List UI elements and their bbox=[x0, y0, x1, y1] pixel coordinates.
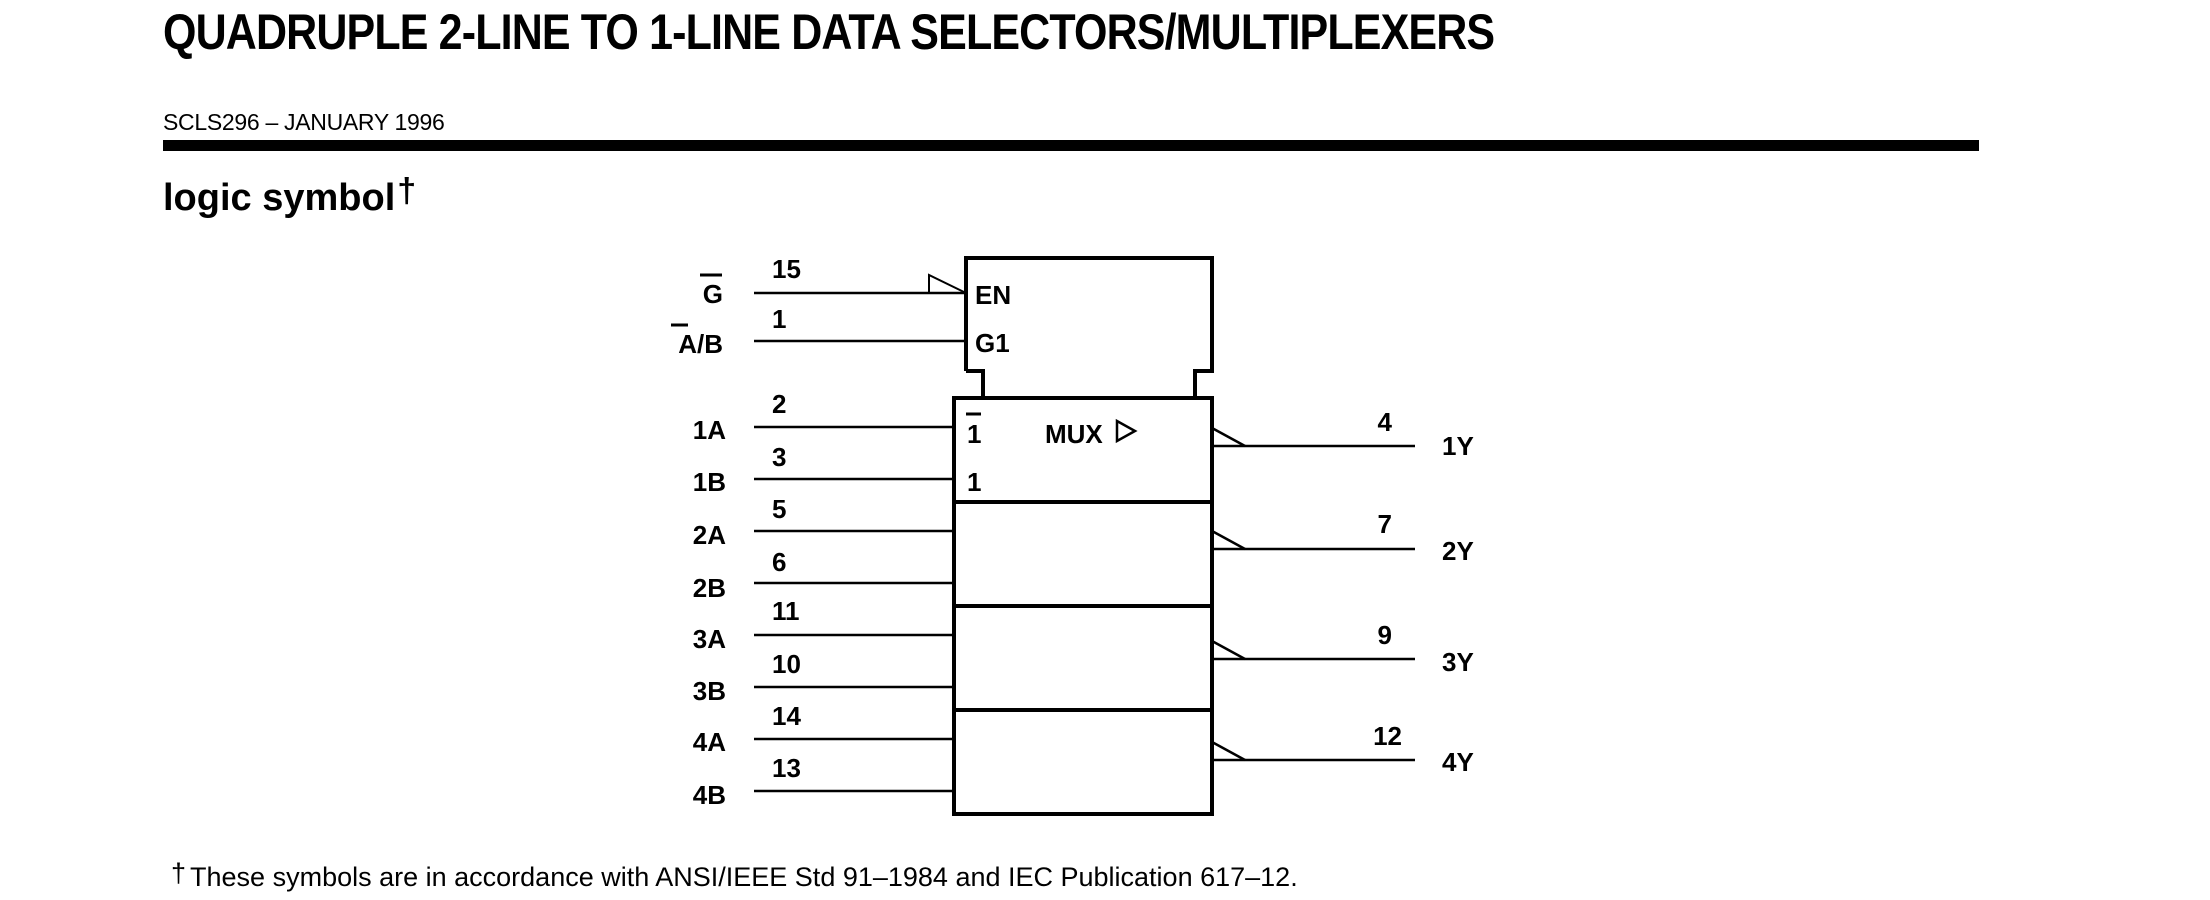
input-2a-label: 2A bbox=[693, 520, 726, 550]
g-pin-number: 15 bbox=[772, 254, 801, 284]
control-block bbox=[964, 256, 1214, 398]
input-3b-label: 3B bbox=[693, 676, 726, 706]
input-1b-pin: 3 bbox=[772, 442, 786, 472]
output-lines bbox=[1211, 426, 1415, 762]
input-4a-pin: 14 bbox=[772, 701, 801, 731]
mux-section-2 bbox=[952, 500, 1214, 608]
mux-port-select-high: 1 bbox=[967, 467, 981, 497]
output-labels: 4 1Y 7 2Y 9 3Y 12 4Y bbox=[1373, 407, 1474, 777]
control-input-ab: A/B 1 G1 bbox=[671, 304, 1010, 359]
mux-label: MUX bbox=[1045, 419, 1103, 449]
input-2b-pin: 6 bbox=[772, 547, 786, 577]
output-1y-pin: 4 bbox=[1378, 407, 1393, 437]
active-low-indicator bbox=[928, 273, 967, 294]
input-1b-label: 1B bbox=[693, 467, 726, 497]
mux-section-1 bbox=[952, 396, 1214, 504]
page-title: QUADRUPLE 2-LINE TO 1-LINE DATA SELECTOR… bbox=[163, 4, 1495, 60]
section-heading: logic symbol† bbox=[163, 174, 416, 217]
output-3y-pin: 9 bbox=[1378, 620, 1392, 650]
output-2y-label: 2Y bbox=[1442, 536, 1474, 566]
ab-pin-number: 1 bbox=[772, 304, 786, 334]
input-3b-pin: 10 bbox=[772, 649, 801, 679]
footnote-text: These symbols are in accordance with ANS… bbox=[190, 862, 1298, 892]
input-1a-pin: 2 bbox=[772, 389, 786, 419]
g-pin-label: G bbox=[703, 279, 723, 309]
input-4b-label: 4B bbox=[693, 780, 726, 810]
document-id: SCLS296 – JANUARY 1996 bbox=[163, 109, 445, 135]
section-heading-text: logic symbol bbox=[163, 177, 396, 219]
input-2b-label: 2B bbox=[693, 573, 726, 603]
input-3a-label: 3A bbox=[693, 624, 726, 654]
output-4y-pin: 12 bbox=[1373, 721, 1402, 751]
header-rule bbox=[163, 140, 1979, 151]
mux-section-4 bbox=[952, 708, 1214, 816]
dagger-mark: † bbox=[397, 172, 417, 210]
output-2y-pin: 7 bbox=[1378, 509, 1392, 539]
ab-pin-label: A/B bbox=[678, 329, 723, 359]
data-input-lines bbox=[754, 425, 954, 793]
en-port-label: EN bbox=[975, 280, 1011, 310]
output-3y-label: 3Y bbox=[1442, 647, 1474, 677]
output-4y-label: 4Y bbox=[1442, 747, 1474, 777]
input-3a-pin: 11 bbox=[772, 596, 800, 626]
output-1y-label: 1Y bbox=[1442, 431, 1474, 461]
g1-port-label: G1 bbox=[975, 328, 1010, 358]
mux-section-3 bbox=[952, 604, 1214, 712]
footnote-dagger: † bbox=[171, 858, 187, 888]
mux-buffer-symbol bbox=[1115, 418, 1138, 444]
data-input-labels: 1A 2 1B 3 2A 5 2B 6 3A 11 3B 10 4A 14 4B… bbox=[693, 389, 802, 810]
mux-port-select-low: 1 bbox=[967, 419, 981, 449]
control-input-g: G 15 EN bbox=[700, 254, 1011, 310]
input-2a-pin: 5 bbox=[772, 494, 786, 524]
input-4a-label: 4A bbox=[693, 727, 726, 757]
footnote: †These symbols are in accordance with AN… bbox=[171, 860, 1298, 891]
input-4b-pin: 13 bbox=[772, 753, 801, 783]
input-1a-label: 1A bbox=[693, 415, 726, 445]
